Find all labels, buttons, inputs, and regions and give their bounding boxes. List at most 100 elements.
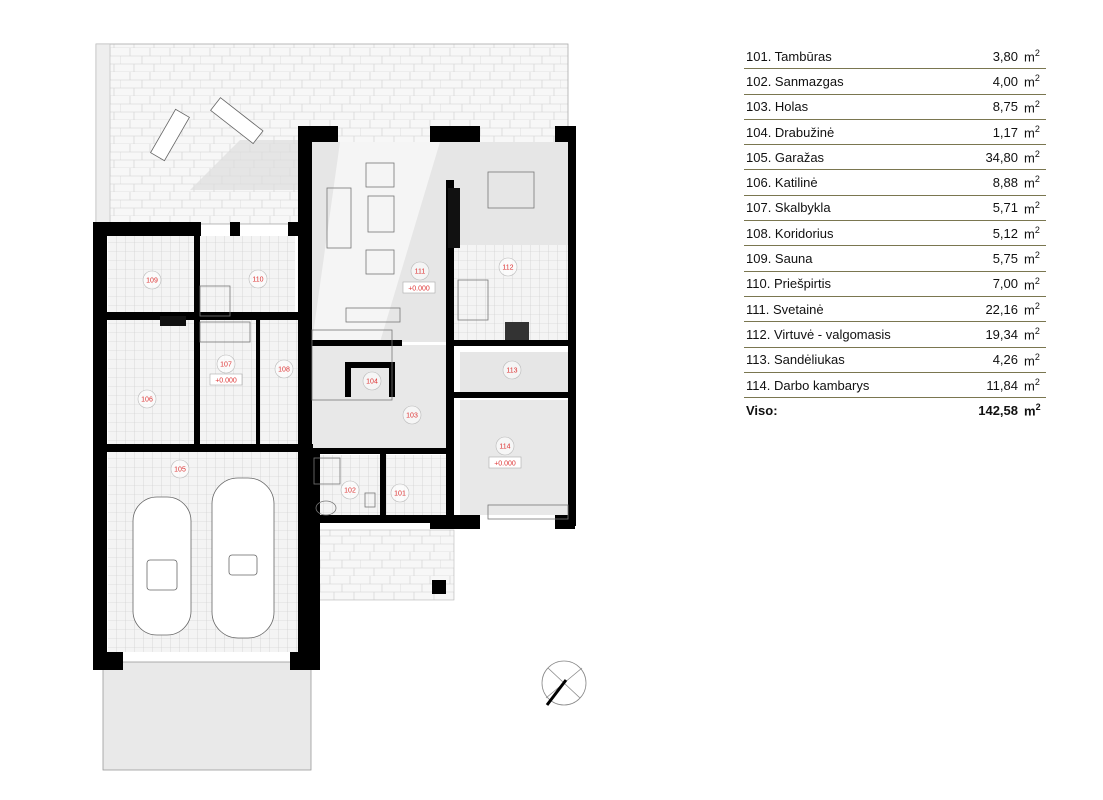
- svg-text:101: 101: [394, 491, 406, 498]
- sun-lounger-icon: [150, 108, 190, 162]
- boiler-icon: [160, 316, 186, 326]
- desk-icon: [487, 504, 569, 520]
- floor-plan: 101 102 103 104 105 106 107 108 109 110 111 112 113 1…: [93, 43, 587, 771]
- room-tag-109: 109: [142, 270, 162, 290]
- area-unit: m2: [1024, 275, 1040, 292]
- room-tag-103: 103: [402, 405, 422, 425]
- room-tag-107: 107: [216, 354, 236, 374]
- room-name: 108. Koridorius: [746, 225, 834, 241]
- room-tag-112: 112: [498, 257, 518, 277]
- room-name: 114. Darbo kambarys: [746, 377, 870, 393]
- level-mark: +0.000: [488, 456, 522, 469]
- room-tag-114: 114: [495, 436, 515, 456]
- armchair-icon: [365, 162, 395, 188]
- room-row: 104. Drabužinė 1,17 m2: [744, 120, 1046, 146]
- room-row: 114. Darbo kambarys 11,84 m2: [744, 373, 1046, 399]
- room-area: 8,88: [992, 175, 1018, 191]
- svg-text:108: 108: [278, 367, 290, 374]
- svg-text:+0.000: +0.000: [408, 286, 430, 293]
- area-unit: m2: [1024, 300, 1040, 318]
- room-area: 4,26: [992, 352, 1018, 368]
- area-unit: m2: [1024, 174, 1040, 191]
- tv-unit-icon: [345, 307, 401, 323]
- svg-text:112: 112: [502, 265, 513, 272]
- area-unit: m2: [1024, 149, 1040, 166]
- area-unit: m2: [1024, 225, 1040, 242]
- room-row: 106. Katilinė 8,88 m2: [744, 170, 1046, 196]
- room-row: 110. Priešpirtis 7,00 m2: [744, 272, 1046, 297]
- room-tag-108: 108: [274, 359, 294, 379]
- room-area: 5,12: [992, 225, 1018, 241]
- kitchen-counter-icon: [457, 279, 489, 321]
- room-tag-102: 102: [340, 480, 360, 500]
- svg-text:111: 111: [415, 269, 426, 276]
- room-area: 19,34: [985, 326, 1018, 342]
- room-name: 113. Sandėliukas: [746, 352, 845, 368]
- washing-machine-icon: [199, 321, 251, 343]
- room-tag-106: 106: [137, 389, 157, 409]
- svg-text:113: 113: [506, 368, 517, 375]
- room-area: 8,75: [992, 99, 1018, 115]
- room-tag-110: 110: [248, 269, 268, 289]
- room-area: 11,84: [986, 377, 1018, 393]
- room-area: 34,80: [985, 149, 1018, 165]
- svg-text:+0.000: +0.000: [494, 461, 516, 468]
- room-row: 113. Sandėliukas 4,26 m2: [744, 348, 1046, 373]
- area-unit: m2: [1024, 98, 1040, 115]
- room-name: 102. Sanmazgas: [746, 73, 844, 89]
- room-name: 106. Katilinė: [746, 175, 818, 191]
- room-tag-113: 113: [502, 360, 522, 380]
- svg-text:107: 107: [220, 362, 232, 369]
- room-tag-104: 104: [362, 371, 382, 391]
- level-tags: +0.000 +0.000 +0.000: [209, 281, 522, 469]
- room-area: 1,17: [992, 124, 1018, 140]
- stove-icon: [505, 322, 529, 340]
- area-unit: m2: [1024, 351, 1040, 368]
- room-area: 3,80: [992, 48, 1018, 64]
- area-unit: m2: [1024, 250, 1040, 267]
- armchair-icon: [365, 249, 395, 275]
- area-unit: m2: [1024, 326, 1040, 343]
- room-name: Viso:: [746, 402, 778, 418]
- room-row: 101. Tambūras 3,80 m2: [744, 44, 1046, 70]
- compass-icon: [541, 660, 587, 706]
- walls: [93, 126, 576, 670]
- area-unit: m2: [1024, 73, 1040, 90]
- sink-icon: [364, 492, 376, 508]
- room-area: 5,75: [992, 251, 1018, 267]
- room-name: 104. Drabužinė: [746, 124, 835, 140]
- level-mark: +0.000: [209, 373, 243, 386]
- area-unit: m2: [1024, 376, 1040, 394]
- room-tags: 101 102 103 104 105 106 107 108 109 110 111 112 113 1…: [137, 257, 522, 503]
- room-name: 111. Svetainė: [746, 301, 824, 317]
- fireplace-icon: [448, 188, 460, 248]
- svg-text:114: 114: [499, 444, 510, 451]
- car-icon: [132, 496, 192, 636]
- svg-text:110: 110: [252, 277, 263, 284]
- area-unit: m2: [1024, 199, 1040, 217]
- room-area: 22,16: [985, 301, 1018, 317]
- svg-text:105: 105: [174, 467, 186, 474]
- svg-text:102: 102: [344, 488, 356, 495]
- level-mark: +0.000: [402, 281, 436, 294]
- svg-text:+0.000: +0.000: [215, 378, 237, 385]
- room-name: 110. Priešpirtis: [746, 276, 832, 292]
- room-name: 101. Tambūras: [746, 48, 832, 64]
- room-area: 7,00: [992, 276, 1018, 292]
- toilet-icon: [315, 500, 337, 516]
- sofa-icon: [326, 187, 352, 249]
- dining-table-icon: [487, 171, 535, 209]
- svg-text:109: 109: [146, 278, 158, 285]
- svg-text:106: 106: [141, 397, 153, 404]
- room-area: 142,58: [978, 402, 1018, 418]
- area-unit: m2: [1024, 123, 1040, 141]
- area-unit: m2: [1024, 47, 1040, 65]
